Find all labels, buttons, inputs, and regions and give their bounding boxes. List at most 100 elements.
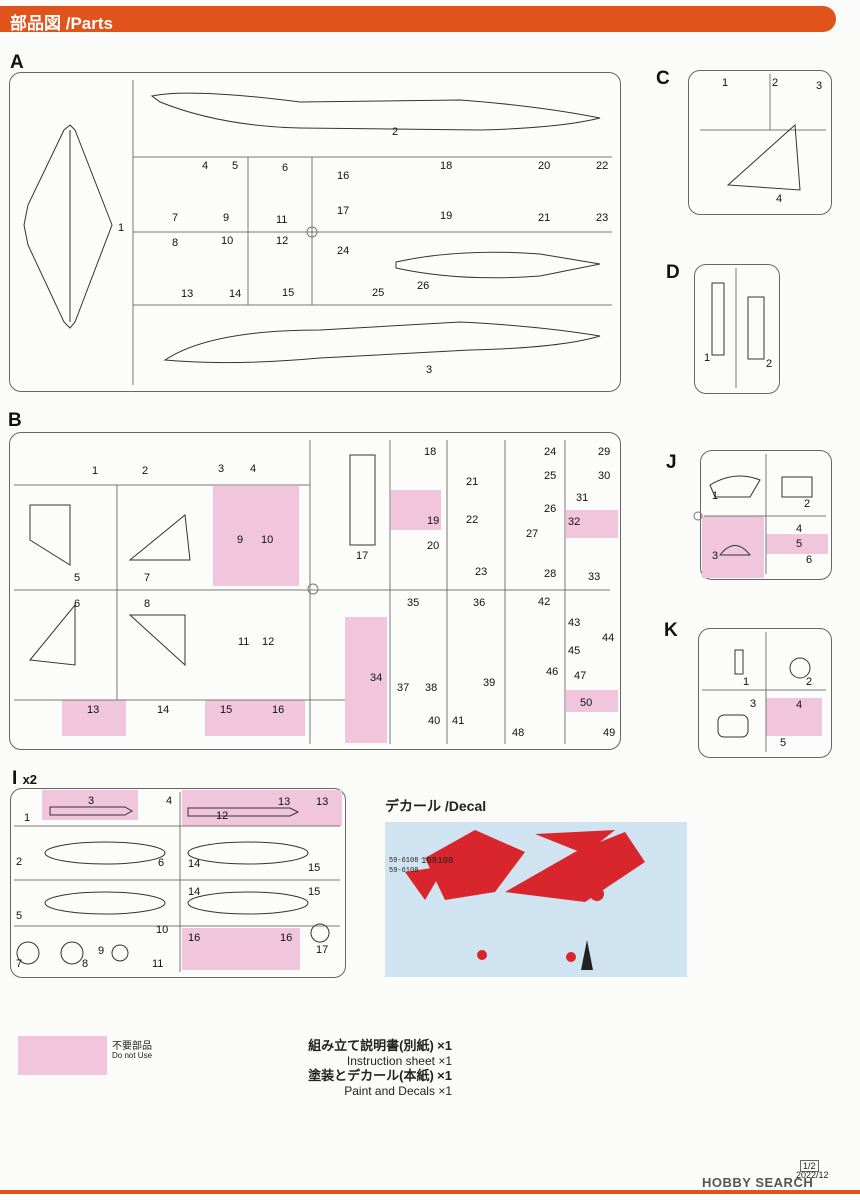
part-i17: 17: [316, 944, 329, 956]
unused-parts-b9-b10: [213, 486, 299, 586]
unused-parts-i16: [182, 928, 300, 970]
part-b14: 14: [157, 704, 170, 716]
section-d-label: D: [666, 262, 680, 283]
accessory-paint-jp: 塗装とデカール(本紙): [308, 1068, 434, 1083]
part-a9: 9: [223, 212, 230, 224]
part-i3: 3: [88, 795, 95, 807]
part-a1: 1: [118, 222, 125, 234]
accessory-paint-qty-en: ×1: [438, 1084, 452, 1098]
page-title: 部品図 /Parts: [10, 14, 113, 33]
part-b38: 38: [425, 682, 438, 694]
part-b35: 35: [407, 597, 420, 609]
part-b3: 3: [218, 463, 225, 475]
part-j1: 1: [712, 490, 719, 502]
part-b7: 7: [144, 572, 151, 584]
page-number: 1/2: [800, 1160, 819, 1172]
accessory-instruction: 組み立て説明書(別紙) ×1 Instruction sheet ×1: [236, 1035, 452, 1068]
part-i4: 4: [166, 795, 173, 807]
decal-sheet: 59-6108 59-6108 108108: [385, 822, 687, 977]
part-a25: 25: [372, 287, 385, 299]
accessory-paint-qty: ×1: [437, 1068, 452, 1083]
part-b30: 30: [598, 470, 611, 482]
accessory-instruction-en: Instruction sheet: [346, 1054, 435, 1068]
part-a10: 10: [221, 235, 234, 247]
section-b-label: B: [8, 410, 22, 431]
part-b26: 26: [544, 503, 557, 515]
part-b10: 10: [261, 534, 274, 546]
unused-parts-b50: [566, 690, 618, 712]
part-b34: 34: [370, 672, 383, 684]
part-a5: 5: [232, 160, 239, 172]
part-b4: 4: [250, 463, 257, 475]
part-b6: 6: [74, 598, 81, 610]
watermark: HOBBY SEARCH: [702, 1175, 814, 1190]
part-a2: 2: [392, 126, 399, 138]
part-b42: 42: [538, 596, 551, 608]
section-j-label: J: [666, 452, 677, 473]
do-not-use-label-jp: 不要部品: [112, 1041, 152, 1052]
part-d2: 2: [766, 358, 773, 370]
sprue-runners: [14, 74, 826, 972]
part-i9: 9: [98, 945, 105, 957]
part-b47: 47: [574, 670, 587, 682]
part-i1: 1: [24, 812, 31, 824]
part-b15: 15: [220, 704, 233, 716]
part-a16: 16: [337, 170, 350, 182]
part-k2: 2: [806, 676, 813, 688]
sprue-c-frame: [688, 70, 832, 215]
unused-parts-b13: [62, 700, 126, 736]
part-b46: 46: [546, 666, 559, 678]
part-c3: 3: [816, 80, 823, 92]
part-j5: 5: [796, 538, 803, 550]
section-k-label: K: [664, 620, 678, 641]
part-a4: 4: [202, 160, 209, 172]
part-d1: 1: [704, 352, 711, 364]
decal-title: デカール /Decal: [385, 798, 487, 814]
part-a20: 20: [538, 160, 551, 172]
decal-serial-3: 108108: [421, 856, 453, 866]
part-b21: 21: [466, 476, 479, 488]
unused-parts-j5: [766, 534, 828, 554]
part-b49: 49: [603, 727, 616, 739]
part-b25: 25: [544, 470, 557, 482]
sprue-d-frame: [694, 264, 780, 394]
unused-parts-k4: [766, 698, 822, 736]
part-b41: 41: [452, 715, 465, 727]
part-j4: 4: [796, 523, 803, 535]
part-b27: 27: [526, 528, 539, 540]
part-b1: 1: [92, 465, 99, 477]
part-i16b: 16: [280, 932, 293, 944]
part-b24: 24: [544, 446, 557, 458]
part-b37: 37: [397, 682, 410, 694]
decal-serial-1: 59-6108: [389, 857, 418, 865]
part-j6: 6: [806, 554, 813, 566]
part-j2: 2: [804, 498, 811, 510]
part-a12: 12: [276, 235, 289, 247]
part-b17: 17: [356, 550, 369, 562]
part-i15b: 15: [308, 886, 321, 898]
part-i8: 8: [82, 958, 89, 970]
part-b29: 29: [598, 446, 611, 458]
part-a7: 7: [172, 212, 179, 224]
part-i2: 2: [16, 856, 23, 868]
section-a-label: A: [10, 52, 24, 73]
part-i12: 12: [216, 810, 229, 822]
accessory-instruction-qty: ×1: [437, 1038, 452, 1053]
part-b43: 43: [568, 617, 581, 629]
decal-artwork: 59-6108 59-6108 108108: [389, 830, 645, 970]
part-a24: 24: [337, 245, 350, 257]
section-i-letter: I: [12, 768, 18, 789]
decal-serial-2: 59-6108: [389, 867, 418, 875]
part-b9: 9: [237, 534, 244, 546]
part-i13a: 13: [278, 796, 291, 808]
part-b20: 20: [427, 540, 440, 552]
part-a8: 8: [172, 237, 179, 249]
part-i15a: 15: [308, 862, 321, 874]
part-a13: 13: [181, 288, 194, 300]
part-i6: 6: [158, 857, 165, 869]
footer-bar: [0, 1190, 860, 1194]
part-a15: 15: [282, 287, 295, 299]
part-b36: 36: [473, 597, 486, 609]
part-i11: 11: [152, 958, 164, 970]
